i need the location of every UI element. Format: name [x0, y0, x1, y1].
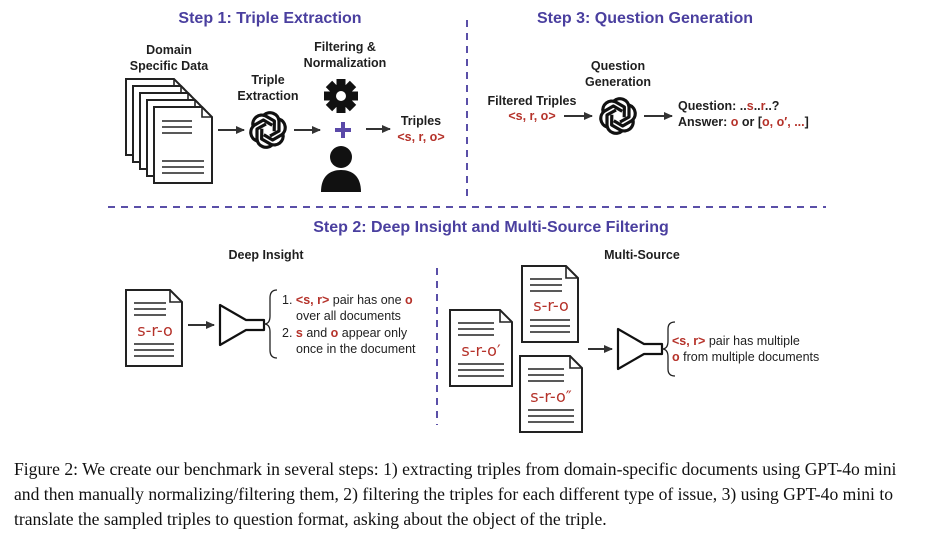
multi-source-rule-line2: o from multiple documents [672, 350, 819, 364]
deep-insight-title: Deep Insight [228, 248, 304, 262]
filter-funnel-icon [616, 327, 664, 371]
openai-logo-icon [595, 96, 641, 136]
multi-source-title: Multi-Source [604, 248, 680, 262]
figure-caption: Figure 2: We create our benchmark in sev… [14, 459, 897, 529]
question-text: Question: ..s..r..? [678, 99, 779, 113]
pipeline-diagram: Step 1: Triple Extraction Step 3: Questi… [108, 10, 826, 433]
document-icon [125, 289, 183, 367]
step3-title: Step 3: Question Generation [537, 10, 753, 27]
step1-title: Step 1: Triple Extraction [178, 10, 361, 27]
triple-extraction-label-1: Triple [251, 73, 284, 87]
triples-label: Triples [401, 114, 441, 128]
domain-data-label-1: Domain [146, 43, 192, 57]
document-triple-text: s-r-o [137, 321, 173, 340]
rule1-line1: 1. <s, r> pair has one o [282, 293, 413, 307]
triple-extraction-label-2: Extraction [237, 89, 298, 103]
document-triple-text: s-r-o [533, 296, 569, 315]
person-icon [321, 146, 361, 192]
answer-text: Answer: o or [o, o′, ...] [678, 115, 809, 129]
question-generation-label-2: Generation [585, 75, 651, 89]
document-icon [521, 265, 579, 343]
filtering-label-2: Normalization [304, 56, 387, 70]
document-triple-text: s-r-o″ [530, 387, 572, 406]
step2-title: Step 2: Deep Insight and Multi-Source Fi… [313, 219, 669, 236]
triples-value: <s, r, o> [397, 130, 444, 144]
gear-icon [324, 79, 358, 113]
filter-funnel-icon [218, 303, 266, 347]
rule2-line2: once in the document [296, 342, 416, 356]
filtering-label-1: Filtering & [314, 40, 376, 54]
filtered-triples-value: <s, r, o> [508, 109, 555, 123]
document-triple-text: s-r-o′ [461, 341, 501, 360]
question-generation-label-1: Question [591, 59, 645, 73]
brace-icon [263, 289, 278, 359]
document-stack-icon [125, 78, 213, 184]
openai-logo-icon [245, 110, 291, 150]
rule1-line2: over all documents [296, 309, 401, 323]
brace-icon [661, 321, 676, 377]
document-icon [449, 309, 513, 387]
filtered-triples-label: Filtered Triples [488, 94, 577, 108]
domain-data-label-2: Specific Data [130, 59, 210, 73]
rule2-line1: 2. s and o appear only [282, 326, 408, 340]
multi-source-rule-line1: <s, r> pair has multiple [672, 334, 800, 348]
document-icon [519, 355, 583, 433]
plus-icon [335, 122, 351, 138]
